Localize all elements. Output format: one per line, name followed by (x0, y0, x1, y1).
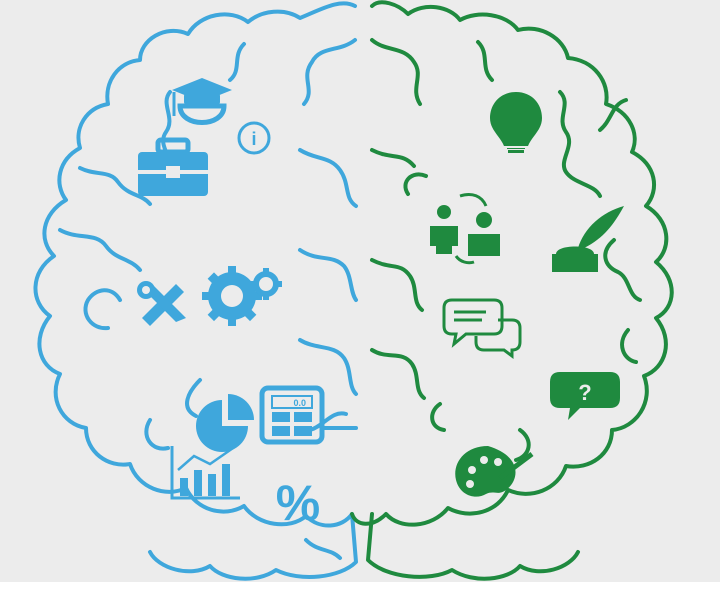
left-icons: i (137, 78, 325, 531)
left-fold (302, 38, 357, 106)
right-hemisphere-base (366, 512, 580, 581)
left-fold (228, 42, 246, 82)
right-fold (514, 428, 531, 462)
left-fold (144, 418, 170, 451)
pie-chart-icon (196, 394, 254, 452)
gear-icon (202, 266, 282, 326)
briefcase-icon (138, 137, 208, 196)
left-fold (304, 538, 342, 560)
left-fold (298, 248, 358, 302)
percent-icon: % (276, 475, 320, 531)
left-fold (298, 338, 358, 396)
left-fold (185, 378, 202, 418)
right-hemisphere (350, 0, 674, 581)
left-hemisphere (33, 1, 358, 581)
graduation-cap-person-icon (172, 78, 232, 125)
left-fold (78, 166, 152, 206)
left-fold (298, 148, 358, 208)
question-bubble-icon: ? (550, 372, 620, 420)
right-fold (430, 402, 446, 432)
people-exchange-icon (430, 192, 500, 265)
left-hemisphere-outline (33, 1, 358, 581)
right-fold (403, 172, 428, 196)
calculator-icon: 0.0 (259, 385, 325, 445)
lightbulb-icon (490, 92, 542, 153)
speech-bubbles-icon (442, 298, 522, 359)
bar-chart-icon (170, 444, 240, 500)
right-fold (603, 238, 642, 302)
left-fold (58, 228, 142, 272)
right-fold (370, 38, 422, 106)
right-fold (598, 98, 628, 132)
right-fold (370, 348, 426, 400)
quill-inkwell-icon (552, 206, 624, 272)
paint-palette-icon (455, 446, 534, 497)
question-glyph: ? (578, 380, 591, 405)
right-icons: ? (430, 92, 624, 497)
left-fold (83, 288, 122, 331)
info-glyph: i (251, 129, 256, 149)
right-fold (620, 328, 638, 364)
right-fold (476, 40, 494, 82)
right-fold (370, 148, 416, 168)
right-fold (558, 90, 602, 198)
right-hemisphere-outline (350, 0, 674, 527)
calculator-display: 0.0 (293, 398, 306, 408)
bottom-strip (0, 582, 720, 591)
left-fold (308, 411, 348, 432)
tools-icon (137, 281, 186, 326)
right-fold (370, 258, 424, 312)
info-icon: i (237, 121, 271, 155)
